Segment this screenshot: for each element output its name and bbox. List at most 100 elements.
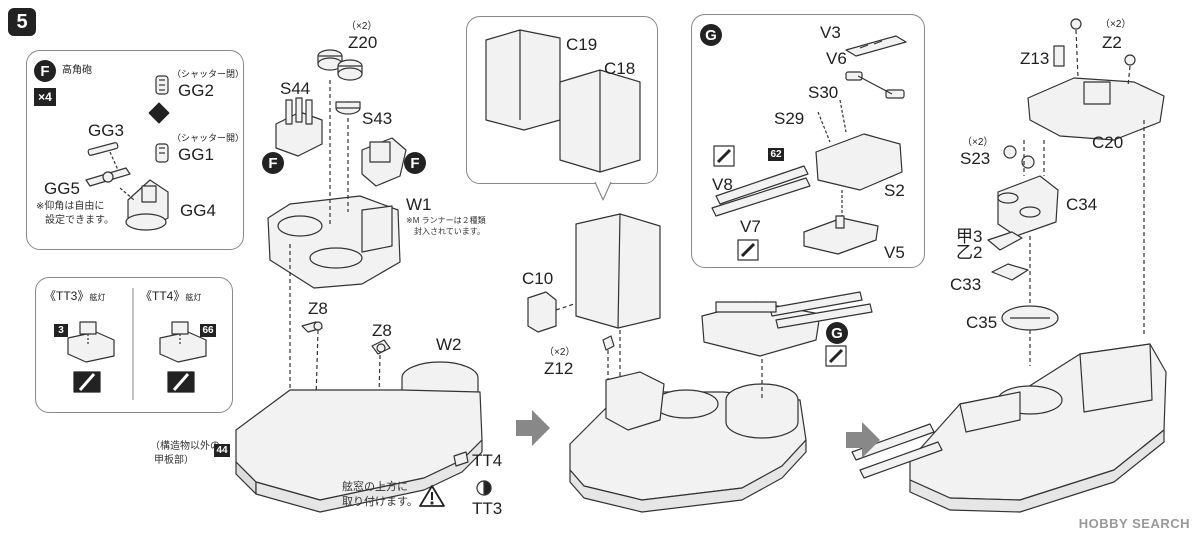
deck-note-line2: 甲板部） <box>154 454 194 466</box>
deck-hull <box>235 389 483 513</box>
c19-label: C19 <box>566 35 598 54</box>
watermark-logo: HOBBY SEARCH <box>1078 516 1190 531</box>
gg4-part <box>125 179 169 231</box>
w1-label: W1 <box>406 195 432 214</box>
z20-multiplier: （×2） <box>346 21 378 32</box>
tt4-light-part <box>159 321 207 363</box>
badge-f-right: F <box>404 152 426 174</box>
z2-parts <box>1070 18 1136 66</box>
c18-c19-bridge-parts <box>485 29 641 173</box>
part-62-badge: 62 <box>768 148 784 161</box>
tt3-title: 《TT3》舷灯 <box>44 290 105 302</box>
gg5-part <box>85 167 131 187</box>
w1-note-line1: ※M ランナーは２種類 <box>406 216 486 225</box>
s44-label: S44 <box>280 79 311 98</box>
multiplier-badge: ×4 <box>34 88 56 106</box>
c33-label: C33 <box>950 275 982 294</box>
window-note: 舷窓の上方に 取り付けます。 <box>342 480 418 510</box>
v8-label: V8 <box>712 175 733 194</box>
elevation-note-line1: ※仰角は自由に <box>36 201 105 212</box>
badge-f-left: F <box>262 152 284 174</box>
z8-part-a <box>301 321 323 333</box>
elevation-note-line2: 設定できます。 <box>45 214 114 226</box>
z12-multiplier: （×2） <box>544 347 576 358</box>
w1-superstructure <box>267 195 401 289</box>
gg3-label: GG3 <box>88 121 124 140</box>
z12-label: Z12 <box>544 359 574 378</box>
z12-parts <box>602 335 615 351</box>
v5-label: V5 <box>884 243 905 262</box>
s30-label: S30 <box>808 83 839 102</box>
c35-label: C35 <box>966 313 998 332</box>
tt3-title-text: 《TT3》 <box>44 289 90 303</box>
c18-label: C18 <box>604 59 636 78</box>
z8-label-b: Z8 <box>372 321 392 340</box>
gg5-label: GG5 <box>44 179 80 198</box>
w1-note: ※M ランナーは２種類 封入されています。 <box>406 216 486 238</box>
process-arrow-1 <box>516 410 550 446</box>
c20-bridge-top <box>1027 77 1165 141</box>
gg1-label: GG1 <box>178 145 214 164</box>
s43-part <box>335 101 361 115</box>
c10-label: C10 <box>522 269 554 288</box>
gg2-part <box>155 75 169 95</box>
s23-multiplier: （×2） <box>962 137 994 148</box>
c20-label: C20 <box>1092 133 1124 152</box>
c34-label: C34 <box>1066 195 1098 214</box>
c35-part <box>1001 305 1059 331</box>
assembled-ship-final <box>851 343 1167 513</box>
step-number-badge: 5 <box>8 8 36 36</box>
v3-part <box>845 35 907 57</box>
z13-part <box>1053 45 1065 67</box>
w1-note-line2: 封入されています。 <box>414 226 485 236</box>
z8-label-a: Z8 <box>308 299 328 318</box>
s2-turret <box>711 133 903 217</box>
ko3-otsu2-part <box>987 231 1023 251</box>
tt4-number-badge: 66 <box>200 324 216 337</box>
v3-label: V3 <box>820 23 841 42</box>
tt4-title: 《TT4》舷灯 <box>140 290 201 302</box>
v7-label: V7 <box>740 217 761 236</box>
v6-part <box>845 71 905 99</box>
deck-note-line1: （構造物以外の <box>150 441 220 452</box>
gg2-label: GG2 <box>178 81 214 100</box>
gg3-part <box>87 142 119 156</box>
badge-f-panel: F <box>34 60 56 82</box>
assembled-hull-mid <box>569 371 807 513</box>
w2-label: W2 <box>436 335 462 354</box>
otsu2-label: 乙2 <box>956 243 983 262</box>
tt-light-part-small <box>453 451 469 467</box>
tt4-label: TT4 <box>472 451 503 470</box>
s44-part <box>275 97 323 157</box>
window-note-line2: 取り付けます。 <box>342 495 418 508</box>
deck-note: （構造物以外の 甲板部） <box>150 440 220 467</box>
deck-number-badge: 44 <box>214 444 230 457</box>
s2-label: S2 <box>884 181 905 200</box>
z13-label: Z13 <box>1020 49 1050 68</box>
elevation-note: ※仰角は自由に 設定できます。 <box>36 200 114 227</box>
s29-label: S29 <box>774 109 805 128</box>
s23-label: S23 <box>960 149 991 168</box>
tt3-label: TT3 <box>472 499 503 518</box>
gun-mount-right <box>361 137 407 187</box>
tt3-number-badge: 3 <box>54 324 68 337</box>
v6-label: V6 <box>826 49 847 68</box>
process-arrow-2 <box>846 422 880 458</box>
v5-part <box>803 215 879 255</box>
high-angle-gun-title: 高角砲 <box>62 65 92 76</box>
bridge-tower <box>575 213 661 329</box>
c10-part <box>527 291 557 333</box>
z20-parts <box>317 49 363 81</box>
s43-label: S43 <box>362 109 393 128</box>
s23-parts <box>1003 145 1035 169</box>
badge-g-column: G <box>826 322 848 344</box>
gg1-note: （シャッター開） <box>172 133 245 143</box>
tt4-sub: 舷灯 <box>185 293 202 302</box>
c34-funnel <box>997 175 1059 237</box>
z2-multiplier: （×2） <box>1100 19 1132 30</box>
tt3-light-part <box>67 321 115 363</box>
main-turret-forward <box>701 291 873 357</box>
window-note-line1: 舷窓の上方に <box>342 481 408 493</box>
gg2-note: （シャッター閉） <box>172 69 245 79</box>
